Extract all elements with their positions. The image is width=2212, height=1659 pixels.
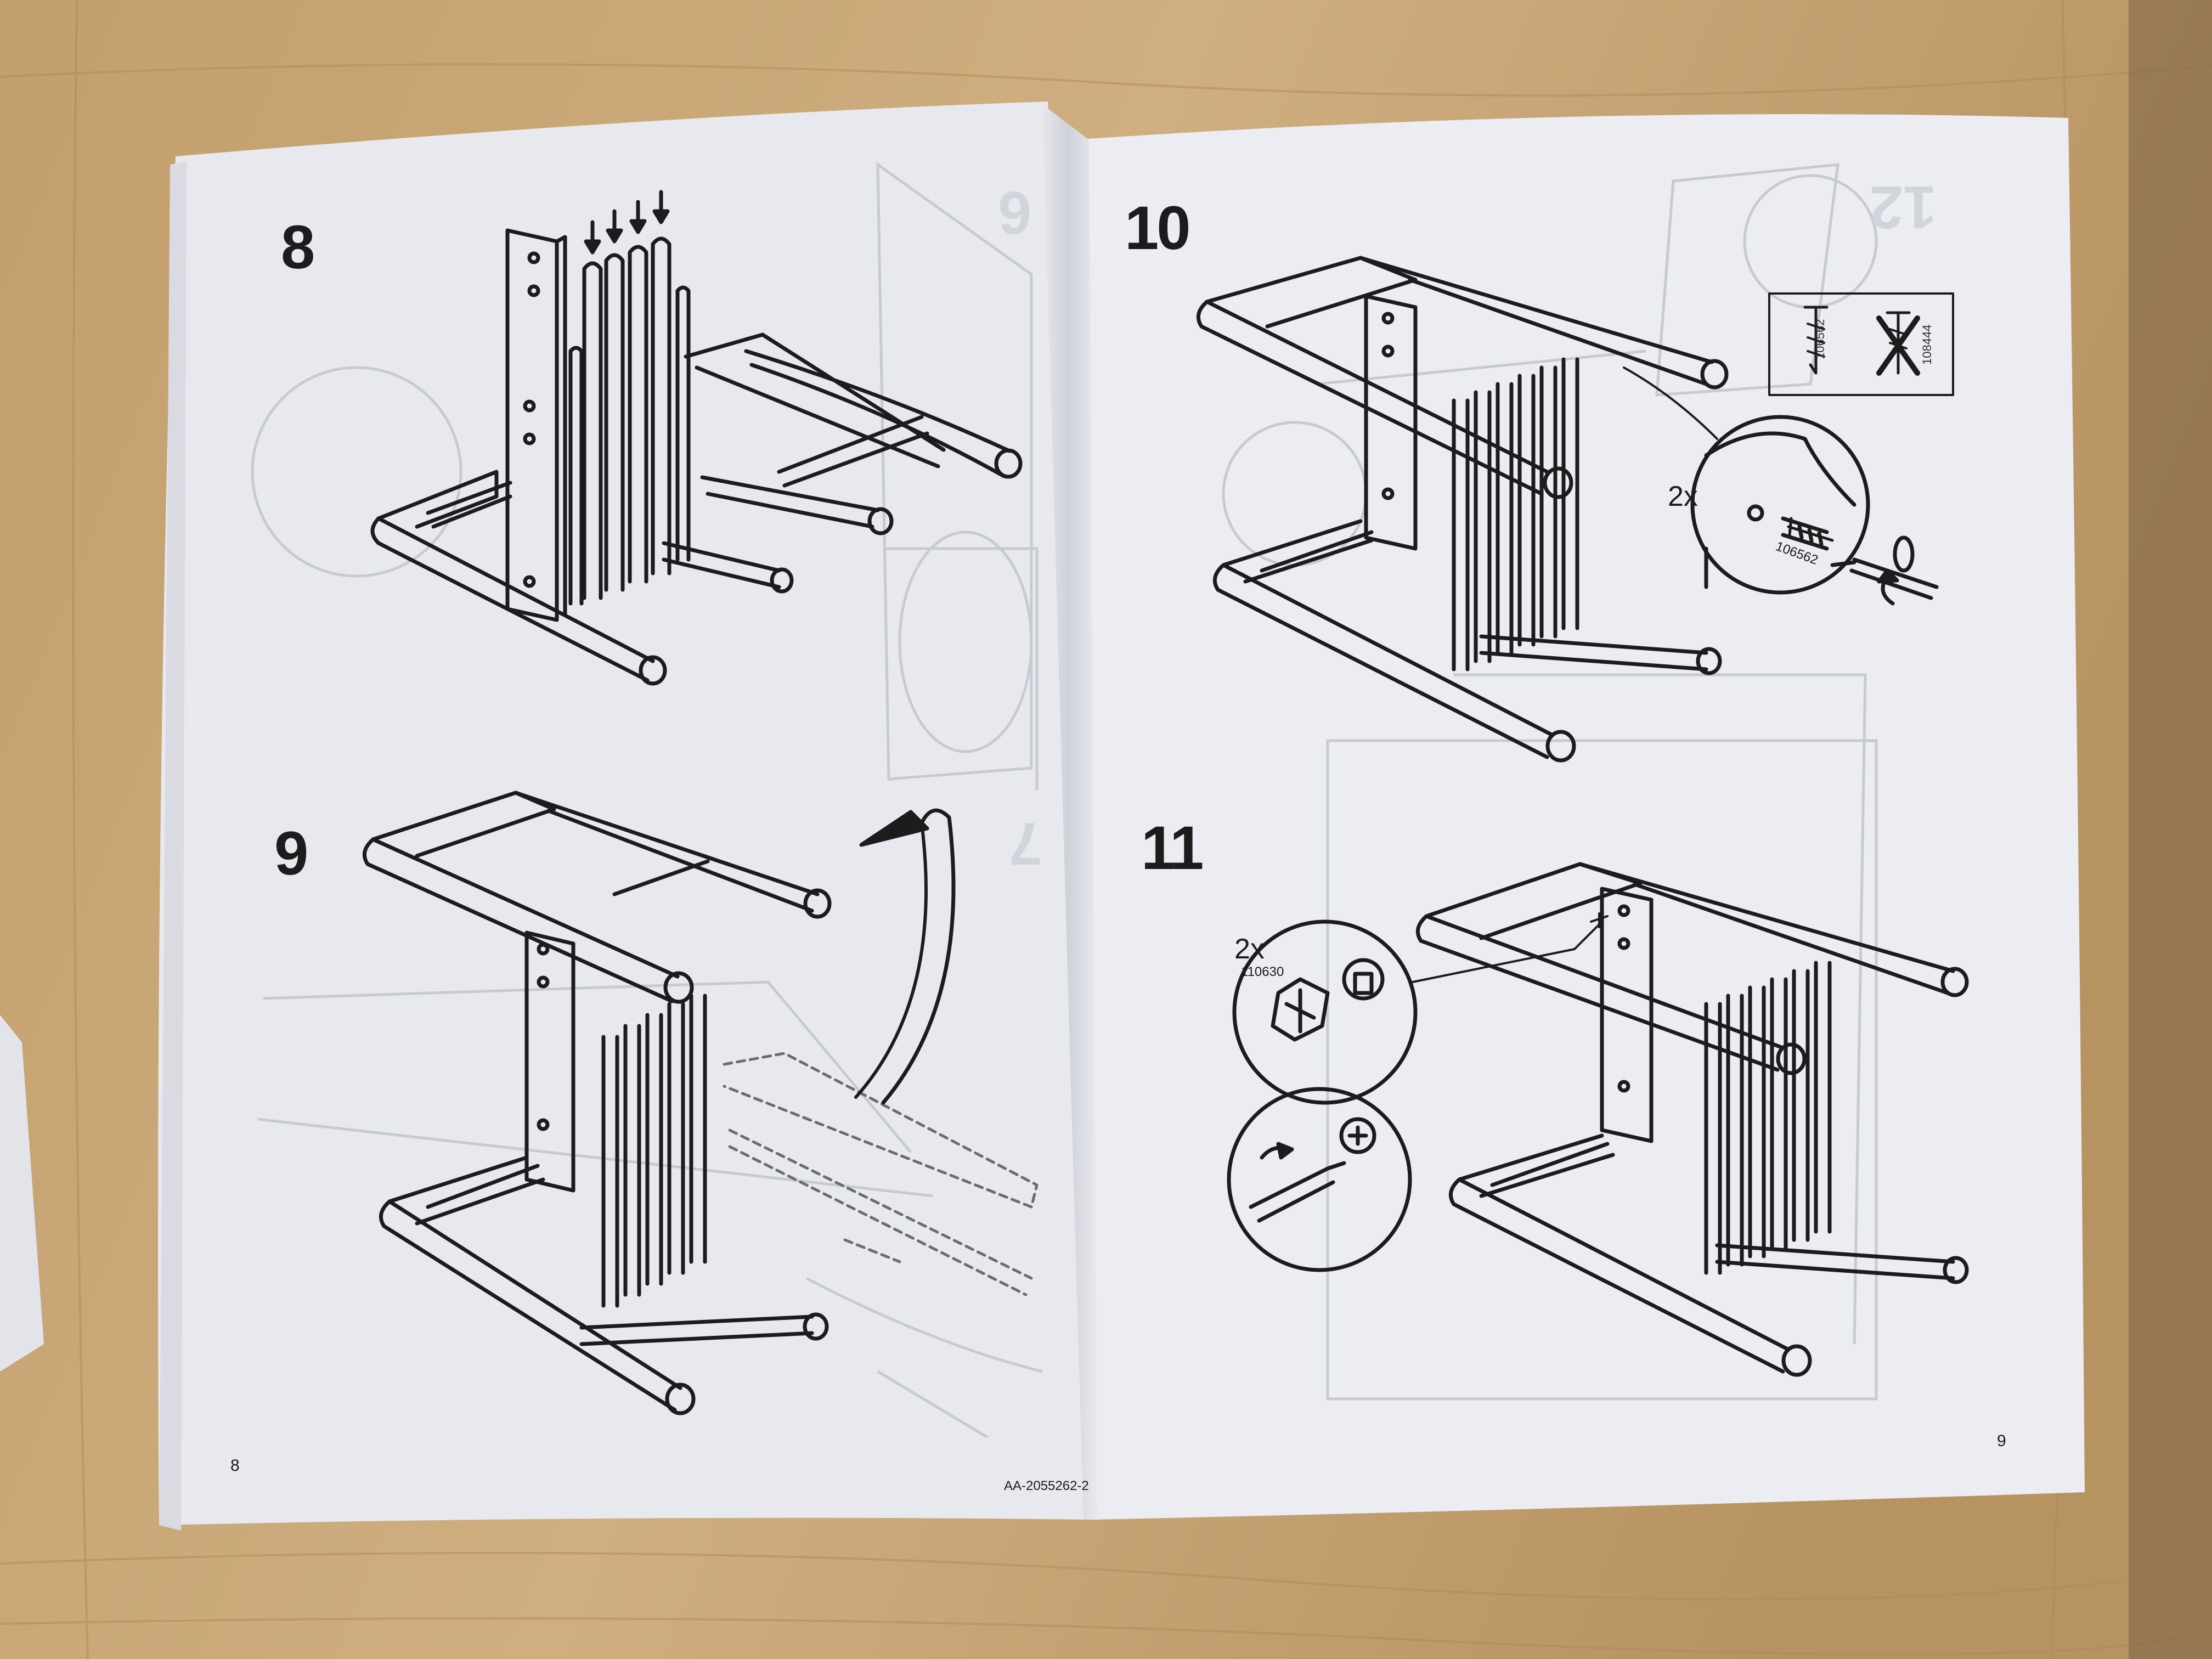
- cam-lock-part-code: 110630: [1241, 964, 1284, 979]
- quantity-label: 2x: [1234, 933, 1265, 965]
- step-number: 11: [1141, 814, 1204, 882]
- screw-detail-circle: [1690, 415, 1870, 595]
- svg-text:7: 7: [1009, 810, 1042, 877]
- screwdriver-icon: [1249, 1166, 1335, 1223]
- cam-lock-icon: [1284, 988, 1316, 1034]
- step-number: 8: [281, 213, 315, 281]
- svg-text:12: 12: [1870, 173, 1937, 241]
- step-number: 9: [274, 819, 308, 888]
- page-number-left: 8: [230, 1457, 240, 1475]
- step-10-drawing: [1196, 256, 1954, 763]
- screw-selection-box: [1768, 292, 1954, 396]
- cam-lock-detail-circle: [1232, 919, 1418, 1105]
- document-code: AA-2055262-2: [1004, 1479, 1089, 1493]
- screwdriver-detail-circle: [1227, 1087, 1412, 1272]
- step-number: 10: [1125, 194, 1191, 262]
- screw-no-code: 108444: [1920, 324, 1934, 365]
- cross-icon: [1876, 315, 1920, 376]
- step-9-drawing: [362, 791, 1039, 1415]
- page-number-right: 9: [1997, 1432, 2006, 1450]
- step-8-drawing: [370, 190, 1023, 686]
- screw-ok-code: 106562: [1813, 319, 1827, 359]
- step-11-drawing: [1227, 862, 1969, 1377]
- quantity-label: 2x: [1668, 481, 1698, 512]
- rotate-arrow-head: [859, 810, 929, 847]
- svg-text:6: 6: [998, 179, 1031, 246]
